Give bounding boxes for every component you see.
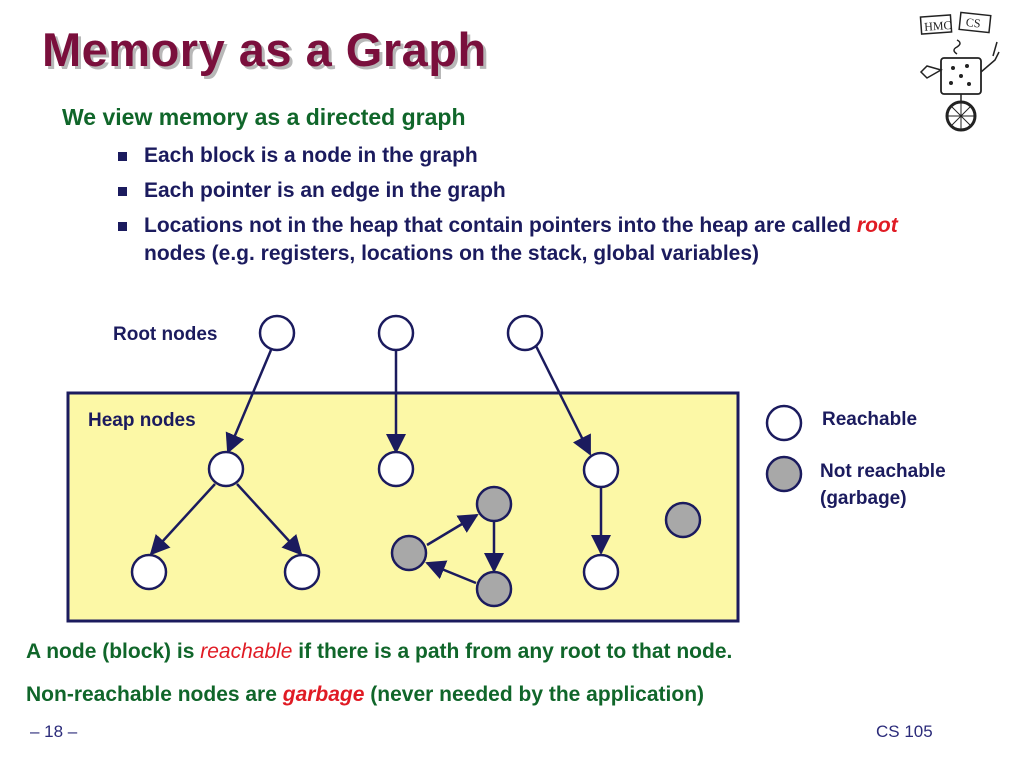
bullet-square-icon xyxy=(118,152,127,161)
reachable-definition: A node (block) is reachable if there is … xyxy=(26,640,732,664)
root-emphasis: root xyxy=(856,214,898,237)
garbage-definition: Non-reachable nodes are garbage (never n… xyxy=(26,683,704,707)
bullet-item: Each block is a node in the graph xyxy=(114,142,934,170)
legend-garbage-label-line2: (garbage) xyxy=(820,488,907,509)
heap-node-reachable xyxy=(582,553,620,591)
heap-node-reachable xyxy=(130,553,168,591)
page-number: – 18 – xyxy=(30,722,78,741)
legend-reachable-icon xyxy=(765,404,803,442)
legend-garbage-label-line1: Not reachable xyxy=(820,461,946,482)
slide-title: Memory as a Graph xyxy=(42,23,487,76)
bullet-text-after: nodes (e.g. registers, locations on the … xyxy=(144,242,760,265)
bullet-square-icon xyxy=(118,222,127,231)
garbage-definition-before: Non-reachable nodes are xyxy=(26,683,283,706)
bullet-text-before: Locations not in the heap that contain p… xyxy=(144,214,857,237)
reachable-definition-before: A node (block) is xyxy=(26,640,201,663)
bullet-text: Each block is a node in the graph xyxy=(144,144,478,167)
logo-hmc-text: HMC xyxy=(924,18,952,34)
root-nodes-label: Root nodes xyxy=(113,324,218,345)
legend-garbage-icon xyxy=(765,455,803,493)
edge-heap1-leaf2 xyxy=(236,483,303,556)
garbage-definition-after: (never needed by the application) xyxy=(364,683,705,706)
heap-node-garbage xyxy=(475,485,513,523)
heap-node-reachable xyxy=(377,450,415,488)
reachable-definition-after: if there is a path from any root to that… xyxy=(292,640,733,663)
reachable-emphasis: reachable xyxy=(200,640,293,663)
garbage-emphasis: garbage xyxy=(282,683,365,706)
heap-nodes-label: Heap nodes xyxy=(88,410,196,431)
heap-node-garbage xyxy=(390,534,428,572)
bullet-item: Locations not in the heap that contain p… xyxy=(114,212,934,268)
hmc-cs-robot-logo: HMC CS xyxy=(919,11,1000,132)
bullet-item: Each pointer is an edge in the graph xyxy=(114,177,934,205)
heap-area xyxy=(66,391,740,623)
edge-heap1-leaf1 xyxy=(149,483,216,556)
bullet-text: Each pointer is an edge in the graph xyxy=(144,179,506,202)
edge-root1-heap1 xyxy=(225,349,273,454)
slide-subtitle: We view memory as a directed graph xyxy=(62,104,466,130)
legend-reachable-label: Reachable xyxy=(822,409,918,430)
edge-root3-heap3 xyxy=(534,345,592,456)
root-node xyxy=(506,314,544,352)
bullet-square-icon xyxy=(118,187,127,196)
bullet-list: Each block is a node in the graph Each p… xyxy=(114,142,934,275)
root-node xyxy=(377,314,415,352)
edge-garbage-left-top xyxy=(426,513,479,547)
course-label: CS 105 xyxy=(876,722,933,741)
heap-node-garbage xyxy=(475,570,513,608)
heap-node-reachable xyxy=(582,451,620,489)
heap-node-garbage xyxy=(664,501,702,539)
heap-node-reachable xyxy=(207,450,245,488)
logo-cs-text: CS xyxy=(965,15,981,30)
root-node xyxy=(258,314,296,352)
heap-node-reachable xyxy=(283,553,321,591)
edge-garbage-bottom-left xyxy=(425,560,477,585)
